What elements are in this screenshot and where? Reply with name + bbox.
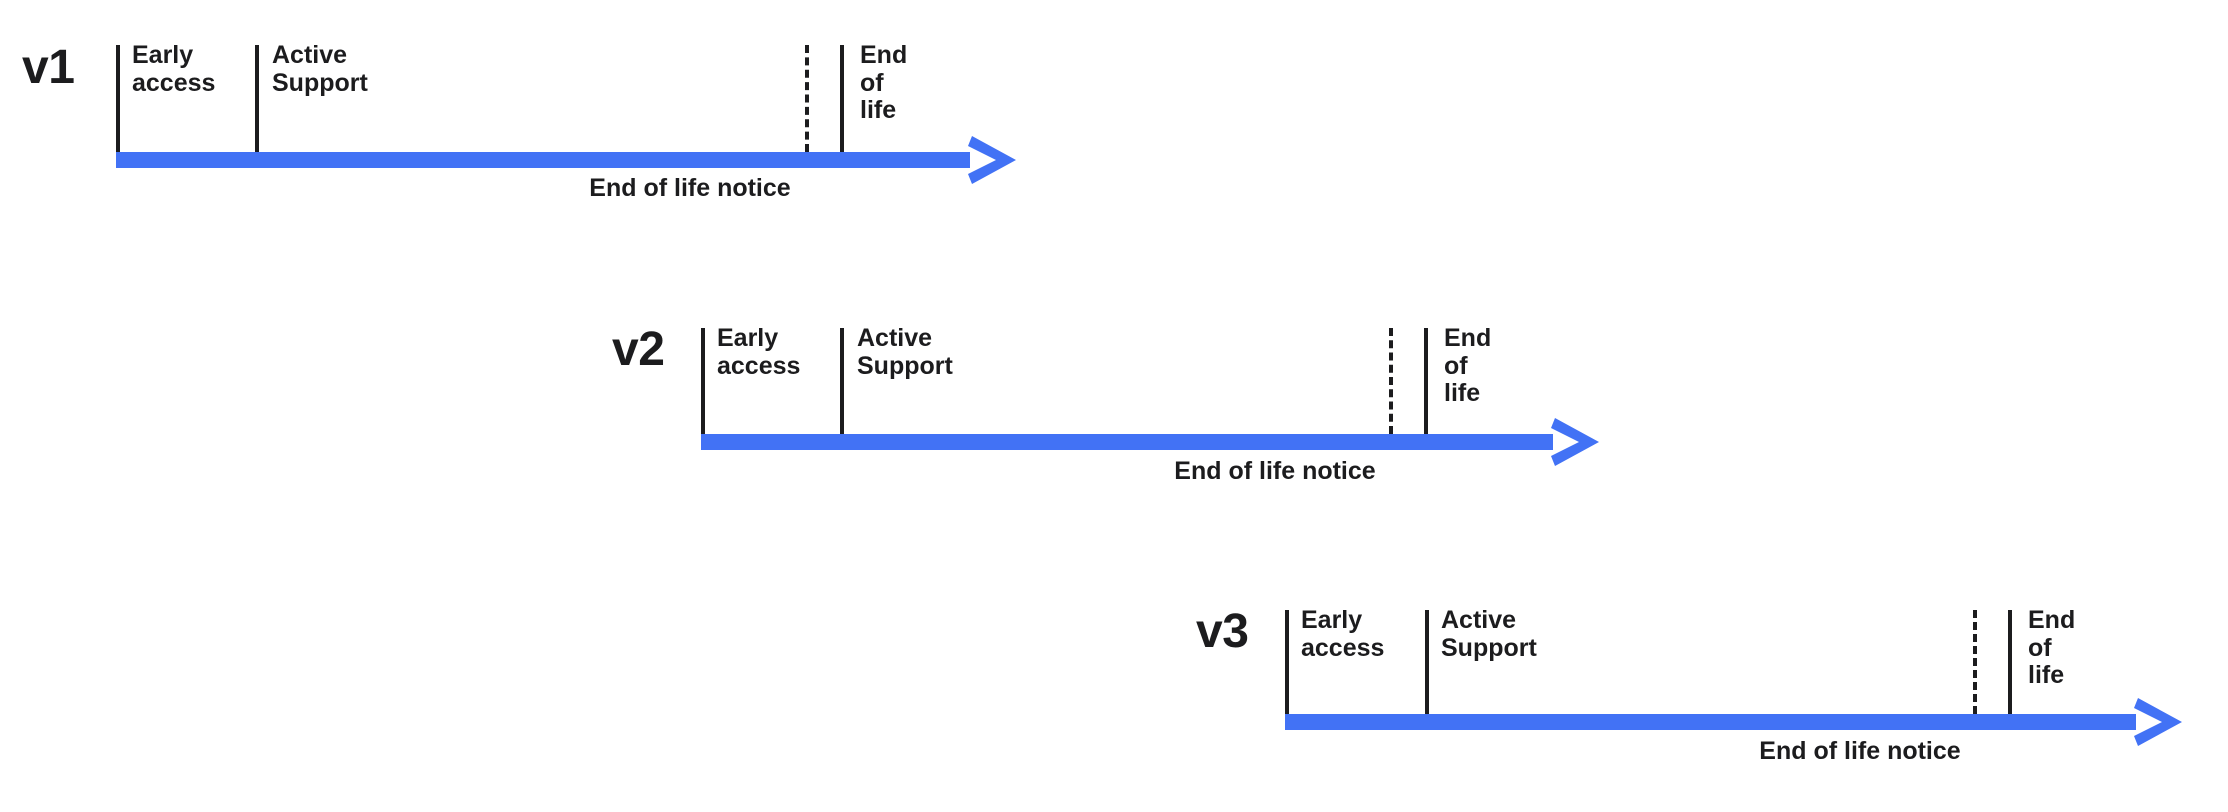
end-of-life-notice-marker-v2 [1389, 328, 1393, 434]
phase-divider-end-of-life-v2 [1424, 328, 1428, 434]
timeline-bar-v3 [1285, 714, 2136, 730]
phase-label-active-support-v3: Active Support [1441, 606, 1537, 662]
phase-divider-active-support-v2 [840, 328, 844, 434]
phase-divider-active-support-v3 [1425, 610, 1429, 714]
phase-divider-start-v3 [1285, 610, 1289, 714]
timeline-bar-v2 [701, 434, 1553, 450]
phase-divider-start-v1 [116, 45, 120, 152]
phase-label-early-access-v2: Early access [717, 324, 801, 380]
timeline-arrow-head-v3 [2134, 698, 2182, 746]
end-of-life-notice-marker-v1 [805, 45, 809, 152]
timeline-arrow-head-v2 [1551, 418, 1599, 466]
end-of-life-notice-label-v1: End of life notice [589, 174, 791, 202]
version-label-v3: v3 [1196, 605, 1249, 658]
phase-label-active-support-v1: Active Support [272, 41, 368, 97]
phase-divider-end-of-life-v1 [840, 45, 844, 152]
end-of-life-notice-label-v3: End of life notice [1759, 737, 1961, 765]
timeline-bar-v1 [116, 152, 970, 168]
timeline-arrow-head-v1 [968, 136, 1016, 184]
phase-label-end-of-life-v1: End of life [860, 41, 908, 124]
phase-label-early-access-v3: Early access [1301, 606, 1385, 662]
end-of-life-notice-marker-v3 [1973, 610, 1977, 714]
version-label-v1: v1 [22, 41, 75, 94]
phase-divider-end-of-life-v3 [2008, 610, 2012, 714]
end-of-life-notice-label-v2: End of life notice [1174, 457, 1376, 485]
phase-label-active-support-v2: Active Support [857, 324, 953, 380]
phase-label-early-access-v1: Early access [132, 41, 216, 97]
phase-label-end-of-life-v2: End of life [1444, 324, 1492, 407]
version-label-v2: v2 [612, 323, 665, 376]
phase-divider-active-support-v1 [255, 45, 259, 152]
phase-label-end-of-life-v3: End of life [2028, 606, 2076, 689]
phase-divider-start-v2 [701, 328, 705, 434]
